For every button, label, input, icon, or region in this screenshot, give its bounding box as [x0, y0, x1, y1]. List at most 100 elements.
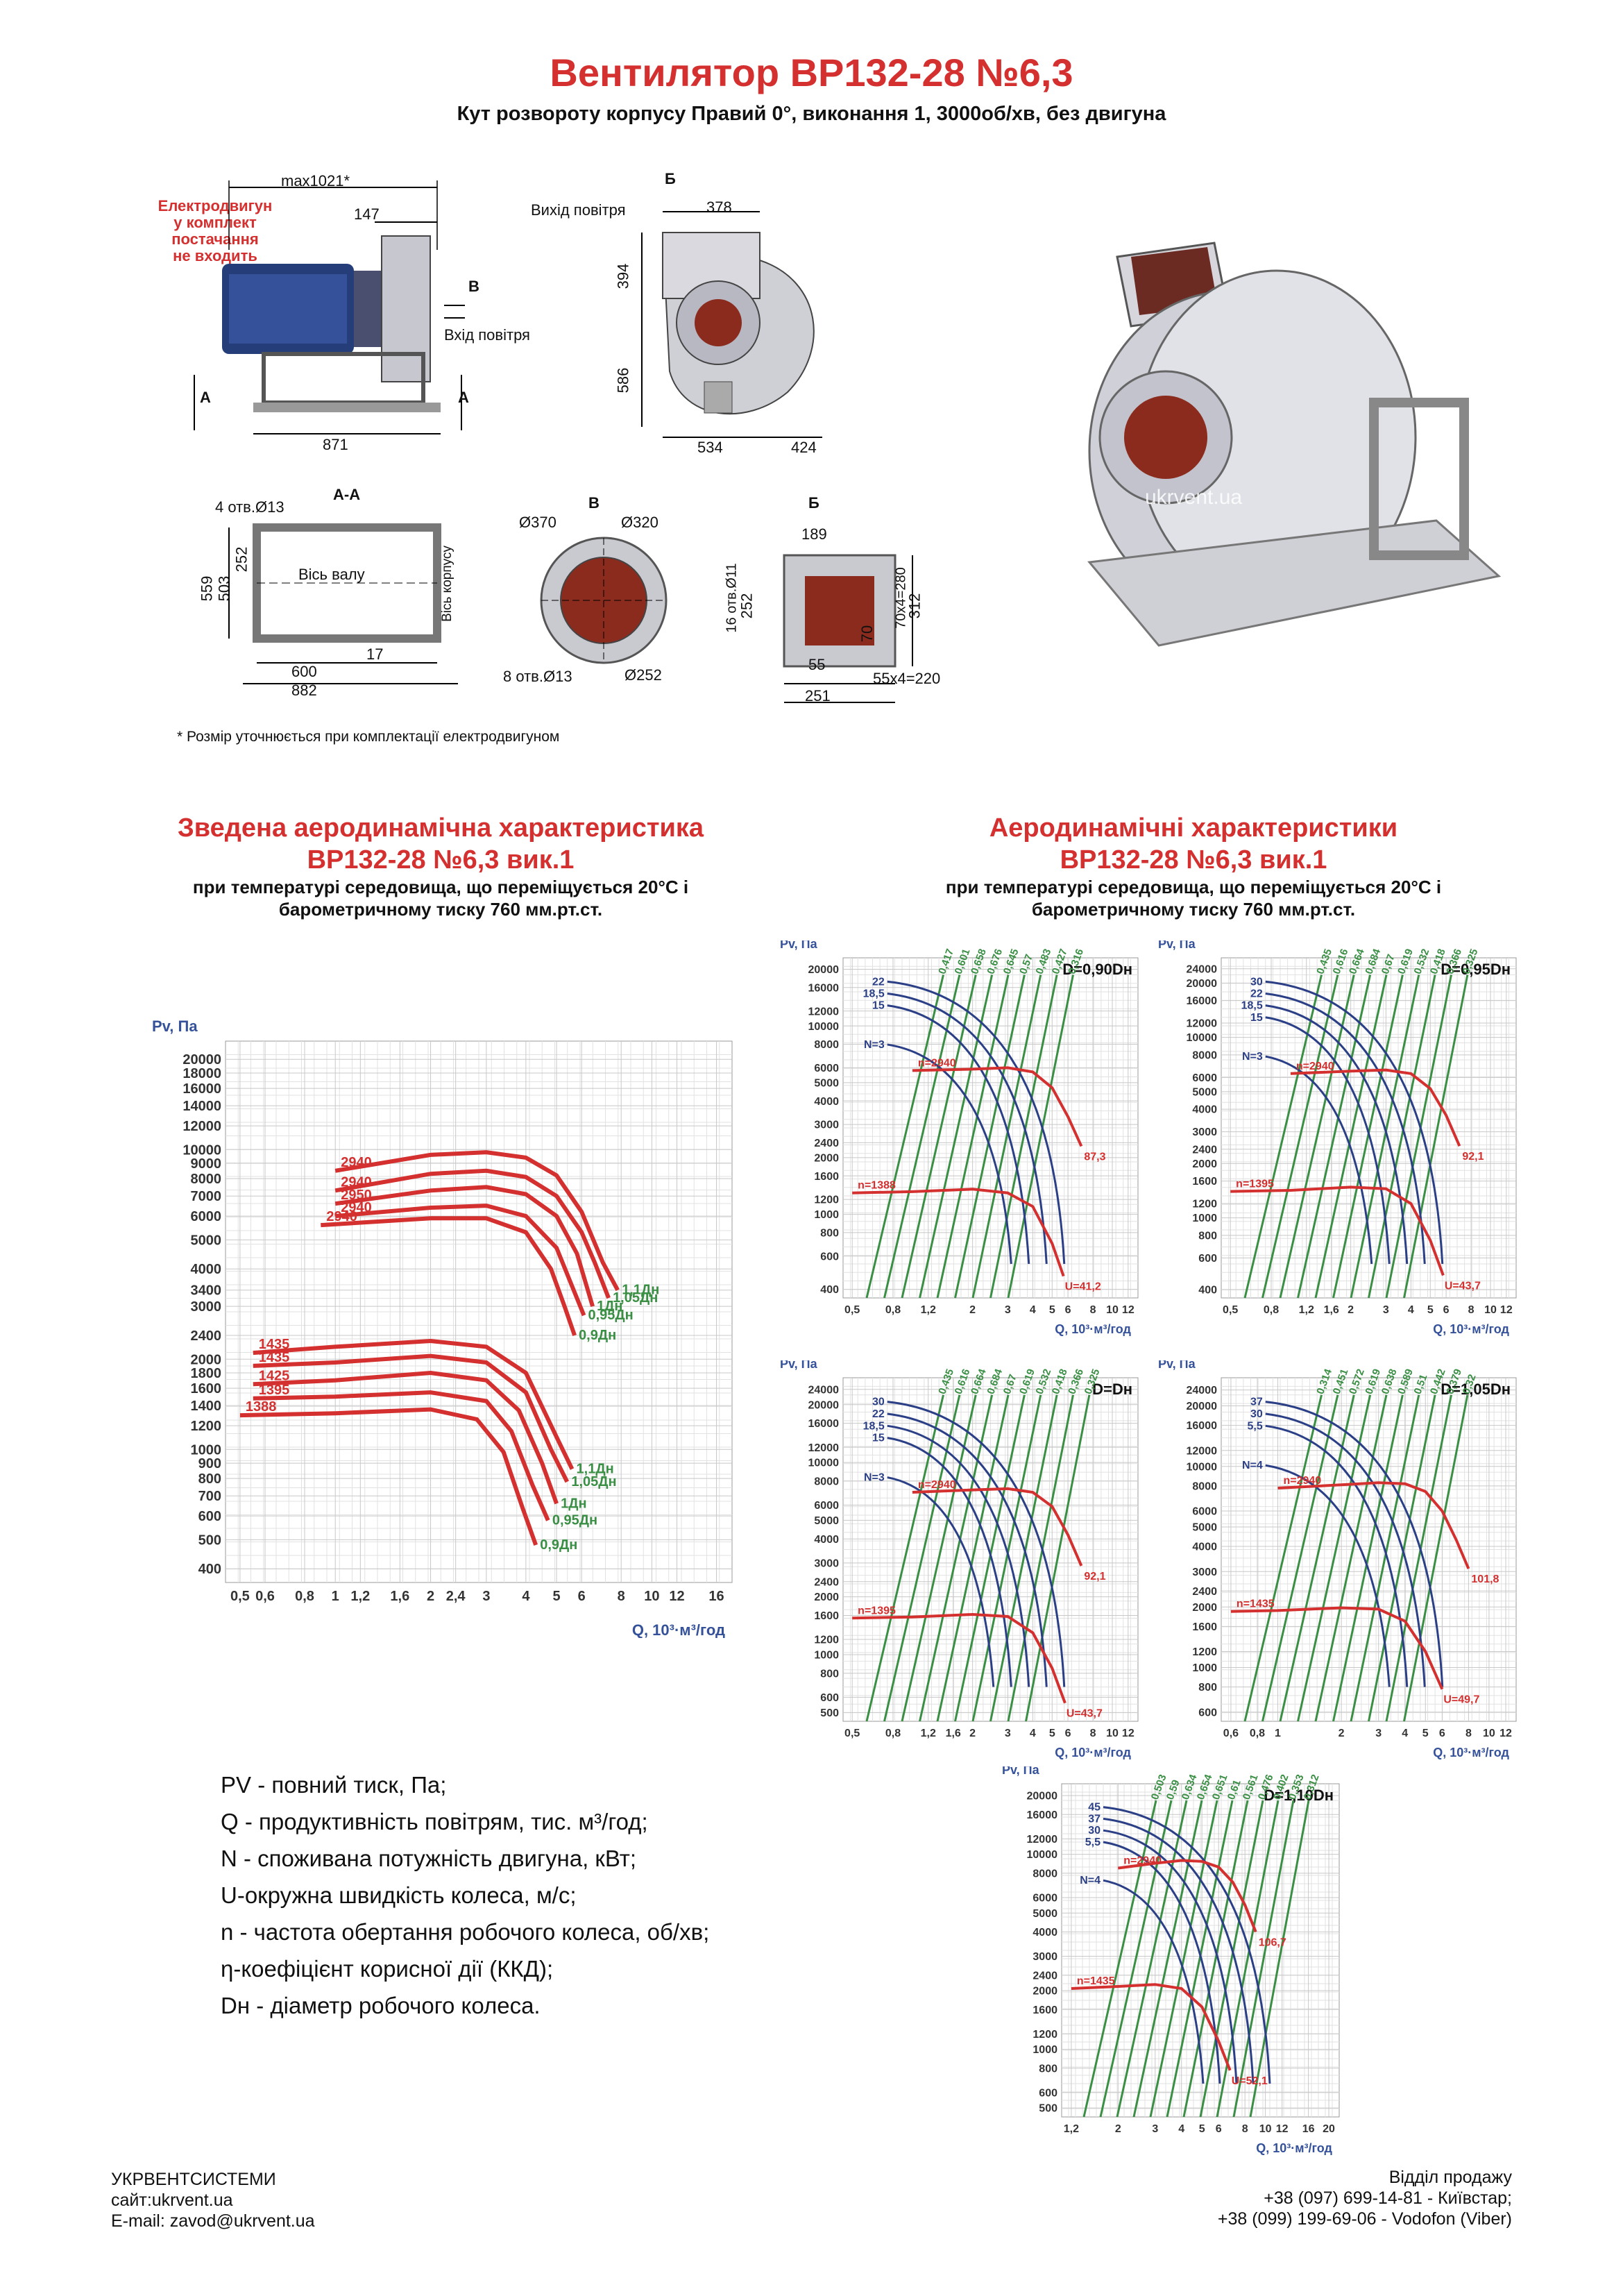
y-tick-label: 12000 [808, 1006, 840, 1018]
phone-kyivstar[interactable]: +38 (097) 699-14-81 - Київстар; [1264, 2188, 1512, 2208]
y-tick-label: 24000 [1187, 1385, 1218, 1396]
efficiency-line [1007, 974, 1074, 1299]
series-line [1290, 1068, 1461, 1147]
x-tick-label: 6 [1065, 1728, 1071, 1739]
body-axis-label: Вісь корпусу [439, 546, 454, 622]
y-tick-label: 6000 [1192, 1072, 1217, 1084]
y-tick-label: 3000 [1192, 1126, 1217, 1138]
power-label: 15 [872, 1433, 885, 1444]
tip-speed-label: U=43,7 [1067, 1708, 1103, 1720]
dim-70: 70 [858, 625, 876, 643]
y-tick-label: 12000 [808, 1442, 840, 1454]
tip-speed-label: U=52,1 [1232, 2075, 1268, 2087]
dim-424: 424 [791, 439, 817, 456]
power-curve [1265, 1055, 1373, 1265]
view-label-v: В [468, 278, 479, 295]
power-label: 5,5 [1085, 1837, 1101, 1848]
series-line [852, 1188, 1065, 1277]
dim-189: 189 [801, 525, 827, 543]
series-line [1118, 1859, 1257, 1933]
x-tick-label: 8 [1242, 2123, 1248, 2135]
y-tick-label: 400 [198, 1562, 221, 1577]
y-tick-label: 500 [198, 1533, 221, 1548]
power-curve [1103, 1841, 1221, 2084]
chart-title: D=1,05Dн [1441, 1381, 1511, 1398]
x-tick-label: 10 [1483, 1728, 1495, 1739]
phone-vodafone[interactable]: +38 (099) 199-69-06 - Vodofon (Viber) [1217, 2209, 1512, 2229]
y-tick-label: 16000 [808, 1418, 840, 1430]
series-diameter-label: 0,9Дн [579, 1328, 616, 1343]
y-tick-label: 5000 [1033, 1908, 1057, 1920]
y-tick-label: 1000 [1192, 1662, 1217, 1674]
power-label: 22 [872, 976, 885, 988]
site-link[interactable]: сайт:ukrvent.ua [111, 2191, 233, 2210]
x-tick-label: 2,4 [446, 1589, 466, 1604]
y-tick-label: 4000 [814, 1534, 839, 1546]
series-speed-label: 2940 [326, 1209, 357, 1224]
series-diameter-label: 1Дн [561, 1496, 586, 1511]
power-curve [1265, 1464, 1391, 1687]
y-tick-label: 800 [198, 1471, 221, 1487]
y-tick-label: 16000 [1027, 1809, 1058, 1821]
y-tick-label: 3000 [1033, 1951, 1057, 1963]
efficiency-line [901, 1394, 977, 1722]
legend-item: N - споживана потужність двигуна, кВт; [221, 1846, 637, 1871]
y-tick-label: 2000 [1192, 1158, 1217, 1170]
efficiency-line [1132, 1800, 1203, 2118]
y-tick-label: 700 [198, 1489, 221, 1504]
x-tick-label: 4 [1408, 1304, 1414, 1316]
efficiency-line [971, 1394, 1042, 1722]
power-label: N=4 [1242, 1460, 1263, 1471]
series-speed-label: n=2940 [1123, 1855, 1162, 1866]
dim-252-b: 252 [738, 593, 756, 619]
y-tick-label: 10000 [1187, 1461, 1218, 1473]
summary-section-header: Зведена аеродинамічна характеристика ВР1… [177, 813, 704, 920]
y-tick-label: 4000 [1192, 1104, 1217, 1116]
dim-871: 871 [323, 436, 348, 453]
dim-586: 586 [614, 367, 632, 394]
series-line [334, 1185, 595, 1308]
y-tick-label: 4000 [1192, 1542, 1217, 1553]
efficiency-line [1279, 1394, 1355, 1722]
x-tick-label: 4 [522, 1589, 530, 1604]
chart-title: D=Dн [1092, 1381, 1132, 1398]
y-tick-label: 2000 [191, 1352, 222, 1367]
x-tick-label: 1,2 [921, 1304, 936, 1316]
y-tick-label: 6000 [814, 1063, 839, 1074]
x-tick-label: 0,6 [255, 1589, 275, 1604]
x-tick-label: 4 [1178, 2123, 1184, 2135]
power-label: 37 [1088, 1813, 1101, 1825]
efficiency-line [1261, 1394, 1339, 1722]
cut-label-a-left: А [200, 389, 211, 406]
efficiency-line [1368, 974, 1436, 1299]
power-label: 37 [1250, 1396, 1263, 1408]
power-curve [1103, 1806, 1271, 2084]
power-curve [887, 1412, 1048, 1687]
series-line [334, 1204, 586, 1317]
y-tick-label: 1600 [1192, 1621, 1217, 1633]
x-tick-label: 8 [1090, 1304, 1096, 1316]
email-link[interactable]: E-mail: zavod@ukrvent.ua [111, 2211, 315, 2231]
y-tick-label: 10000 [182, 1142, 221, 1158]
x-tick-label: 1,2 [350, 1589, 370, 1604]
efficiency-line [954, 1394, 1026, 1722]
x-tick-label: 0,5 [1223, 1304, 1238, 1316]
legend-item: Q - продуктивність повітрям, тис. м³/год… [221, 1809, 648, 1834]
y-tick-label: 12000 [1187, 1018, 1218, 1030]
x-tick-label: 5 [1049, 1304, 1055, 1316]
x-tick-label: 1,6 [1324, 1304, 1339, 1316]
y-tick-label: 3000 [814, 1558, 839, 1569]
y-tick-label: 9000 [191, 1156, 222, 1172]
tip-speed-label: 87,3 [1084, 1151, 1105, 1163]
series-diameter-label: 1,1Дн [577, 1462, 614, 1477]
x-tick-label: 2 [1115, 2123, 1121, 2135]
efficiency-line [1332, 974, 1404, 1299]
y-tick-label: 5000 [1192, 1522, 1217, 1534]
y-tick-label: 5000 [1192, 1087, 1217, 1099]
efficiency-line [1279, 974, 1355, 1299]
y-tick-label: 16000 [1187, 1420, 1218, 1432]
efficiency-line [1025, 1394, 1091, 1722]
